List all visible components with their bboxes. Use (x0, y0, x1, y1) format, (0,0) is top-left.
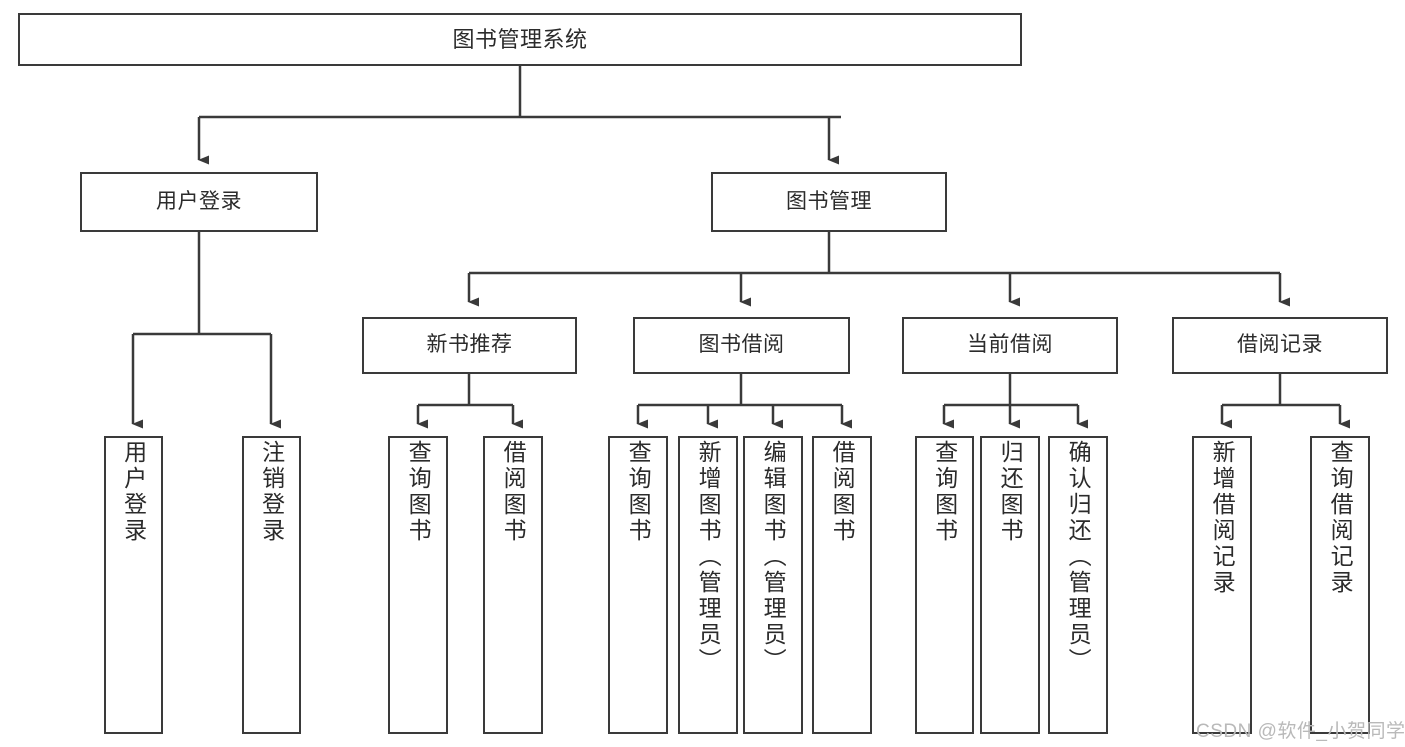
node-label: 新增图书（管理员） (695, 440, 722, 674)
leaf-current-query-book[interactable]: 查询图书 (915, 436, 974, 734)
node-new-book-recommend[interactable]: 新书推荐 (362, 317, 577, 374)
leaf-user-logout[interactable]: 注销登录 (242, 436, 301, 734)
leaf-record-add-borrow-record[interactable]: 新增借阅记录 (1192, 436, 1252, 734)
node-label: 确认归还（管理员） (1065, 440, 1092, 674)
node-label: 用户登录 (120, 440, 147, 544)
leaf-record-query-borrow-record[interactable]: 查询借阅记录 (1310, 436, 1370, 734)
node-current-borrow[interactable]: 当前借阅 (902, 317, 1118, 374)
leaf-borrow-edit-book-admin[interactable]: 编辑图书（管理员） (743, 436, 803, 734)
node-label: 归还图书 (997, 440, 1024, 544)
node-label: 查询图书 (931, 440, 958, 544)
node-label: 查询图书 (625, 440, 652, 544)
node-book-borrow[interactable]: 图书借阅 (633, 317, 850, 374)
node-label: 借阅图书 (500, 440, 527, 544)
leaf-current-confirm-return-admin[interactable]: 确认归还（管理员） (1048, 436, 1108, 734)
leaf-recommend-query-book[interactable]: 查询图书 (388, 436, 448, 734)
leaf-borrow-add-book-admin[interactable]: 新增图书（管理员） (678, 436, 738, 734)
leaf-current-return-book[interactable]: 归还图书 (980, 436, 1040, 734)
node-book-management[interactable]: 图书管理 (711, 172, 947, 232)
node-label: 查询图书 (405, 440, 432, 544)
node-user-login[interactable]: 用户登录 (80, 172, 318, 232)
node-label: 借阅图书 (829, 440, 856, 544)
node-label: 借阅记录 (1237, 333, 1323, 357)
node-label: 图书借阅 (698, 333, 785, 357)
leaf-borrow-borrow-book[interactable]: 借阅图书 (812, 436, 872, 734)
node-root-book-management-system[interactable]: 图书管理系统 (18, 13, 1022, 66)
node-label: 编辑图书（管理员） (760, 440, 787, 674)
leaf-recommend-borrow-book[interactable]: 借阅图书 (483, 436, 543, 734)
node-label: 新书推荐 (426, 333, 513, 357)
node-label: 图书管理系统 (452, 26, 588, 52)
leaf-borrow-query-book[interactable]: 查询图书 (608, 436, 668, 734)
node-label: 当前借阅 (967, 333, 1053, 357)
watermark: CSDN @软件_小贺同学 (1196, 721, 1405, 742)
node-label: 图书管理 (786, 189, 872, 213)
node-label: 用户登录 (156, 189, 242, 213)
node-label: 新增借阅记录 (1209, 440, 1236, 596)
node-borrow-record[interactable]: 借阅记录 (1172, 317, 1388, 374)
node-label: 注销登录 (258, 440, 285, 544)
node-label: 查询借阅记录 (1327, 440, 1354, 596)
leaf-user-login[interactable]: 用户登录 (104, 436, 163, 734)
